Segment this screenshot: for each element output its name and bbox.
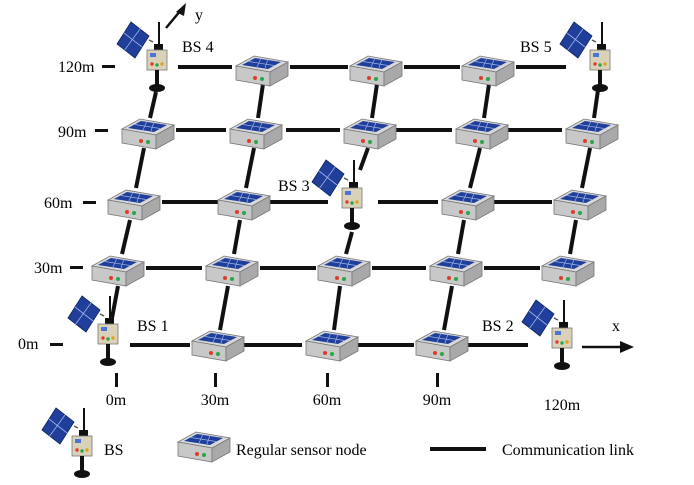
sensor-node xyxy=(191,330,245,362)
sensor-node xyxy=(217,189,271,221)
legend-sensor-label: Regular sensor node xyxy=(236,442,367,459)
x-tick-label: 60m xyxy=(313,392,342,409)
y-tick-label: 0m xyxy=(18,336,39,353)
sensor-node xyxy=(429,255,483,287)
base-station-4 xyxy=(115,20,169,94)
bs2-label: BS 2 xyxy=(482,318,514,335)
x-tick-label: 90m xyxy=(423,392,452,409)
x-axis-arrowhead xyxy=(620,341,634,353)
sensor-node xyxy=(235,55,289,87)
x-tick-mark xyxy=(326,373,329,387)
legend-link-label: Communication link xyxy=(502,442,634,459)
sensor-node xyxy=(541,255,595,287)
y-tick-mark xyxy=(95,129,108,132)
sensor-node xyxy=(229,118,283,150)
y-tick-mark xyxy=(70,266,83,269)
base-station-labels: BS 4 BS 5 BS 3 BS 1 BS 2 xyxy=(137,39,552,335)
sensor-node xyxy=(343,118,397,150)
base-station-1 xyxy=(66,294,120,368)
legend-bs-label: BS xyxy=(104,442,124,459)
base-station-5 xyxy=(558,20,612,94)
legend: BS Regular sensor node Communication lin… xyxy=(40,406,634,480)
y-tick-label: 120m xyxy=(58,59,95,76)
bs1-label: BS 1 xyxy=(137,318,169,335)
sensor-node xyxy=(91,255,145,287)
sensor-node xyxy=(205,255,259,287)
x-tick-labels: 0m 30m 60m 90m 120m xyxy=(106,373,581,414)
x-tick-mark xyxy=(436,373,439,387)
x-axis-label: x xyxy=(612,318,620,335)
y-axis-label: y xyxy=(195,7,203,24)
sensor-node xyxy=(553,189,607,221)
y-tick-label: 90m xyxy=(58,124,87,141)
communication-links xyxy=(110,65,600,347)
y-axis-arrowhead xyxy=(176,3,186,16)
sensor-node xyxy=(415,330,469,362)
base-station-2 xyxy=(520,298,574,372)
bs5-label: BS 5 xyxy=(520,39,552,56)
x-tick-label: 0m xyxy=(106,392,127,409)
sensor-node xyxy=(305,330,359,362)
x-tick-mark xyxy=(214,373,217,387)
y-tick-label: 30m xyxy=(34,260,63,277)
bs4-label: BS 4 xyxy=(182,39,214,56)
axes: y x xyxy=(165,3,634,353)
sensor-node xyxy=(565,118,619,150)
x-tick-label: 120m xyxy=(544,397,581,414)
bs3-label: BS 3 xyxy=(278,178,310,195)
sensor-node xyxy=(317,255,371,287)
sensor-node xyxy=(349,55,403,87)
y-tick-mark xyxy=(102,65,115,68)
base-station-3 xyxy=(310,158,364,232)
sensor-node xyxy=(441,189,495,221)
sensor-node xyxy=(121,118,175,150)
sensor-node xyxy=(107,189,161,221)
y-tick-label: 60m xyxy=(44,195,73,212)
legend-sensor-icon xyxy=(177,431,231,463)
sensor-node xyxy=(455,118,509,150)
y-tick-mark xyxy=(83,201,96,204)
sensor-node xyxy=(461,55,515,87)
y-tick-mark xyxy=(50,343,63,346)
y-tick-labels: 120m 90m 60m 30m 0m xyxy=(18,59,115,353)
x-tick-label: 30m xyxy=(201,392,230,409)
legend-bs-icon xyxy=(40,406,94,480)
x-tick-mark xyxy=(115,373,118,387)
